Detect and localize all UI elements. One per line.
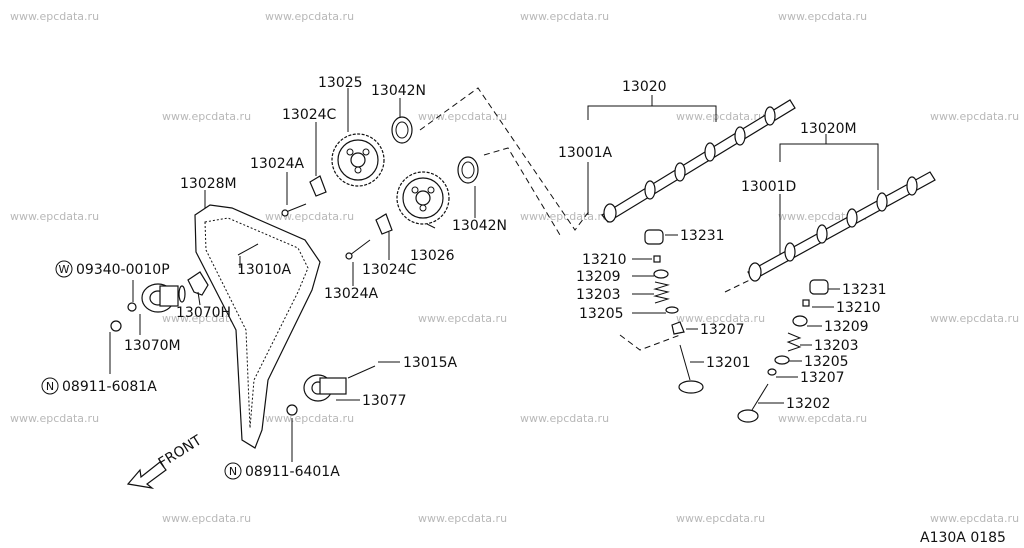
callout-08911-6401A: 08911-6401A	[245, 464, 340, 480]
camshaft-sprocket-lower	[396, 171, 450, 225]
leader-lines	[109, 88, 879, 462]
callout-13028M: 13028M	[180, 176, 237, 192]
camshaft-sprocket-upper	[331, 133, 385, 187]
callout-08911-6081A: 08911-6081A	[62, 379, 157, 395]
callout-13202: 13202	[786, 396, 831, 412]
valve-train-right	[737, 279, 829, 423]
callout-13070M: 13070M	[124, 338, 181, 354]
callout-13026: 13026	[410, 248, 455, 264]
watermark: www.epcdata.ru	[930, 110, 1019, 123]
svg-text:W: W	[59, 263, 70, 276]
callout-13024A-upper: 13024A	[250, 156, 305, 172]
idler-pulley	[303, 374, 347, 402]
plate-lower	[375, 213, 393, 235]
callout-13205-right: 13205	[804, 354, 849, 370]
watermark: www.epcdata.ru	[778, 412, 867, 425]
watermark: www.epcdata.ru	[520, 10, 609, 23]
camshaft-lower	[747, 171, 936, 282]
oil-seal-upper	[391, 116, 413, 144]
callout-13020M: 13020M	[800, 121, 857, 137]
callout-13001D: 13001D	[741, 179, 796, 195]
callout-13201: 13201	[706, 355, 751, 371]
circled-prefix-09340: W	[55, 260, 73, 278]
watermark: www.epcdata.ru	[265, 10, 354, 23]
callout-13042N-upper: 13042N	[371, 83, 426, 99]
watermark: www.epcdata.ru	[676, 512, 765, 525]
watermark: www.epcdata.ru	[265, 210, 354, 223]
watermark: www.epcdata.ru	[778, 10, 867, 23]
callout-13209-left: 13209	[576, 269, 621, 285]
watermark: www.epcdata.ru	[418, 512, 507, 525]
callout-13025: 13025	[318, 75, 363, 91]
callout-13231-left: 13231	[680, 228, 725, 244]
plate-upper	[309, 175, 327, 197]
oil-seal-lower-inner	[461, 161, 475, 179]
tensioner-pulley	[141, 283, 186, 313]
watermark-layer: www.epcdata.ru www.epcdata.ru www.epcdat…	[10, 10, 1019, 525]
callout-13203-left: 13203	[576, 287, 621, 303]
callout-13024C-lower: 13024C	[362, 262, 417, 278]
oil-seal-lower	[457, 156, 479, 184]
callout-13015A: 13015A	[403, 355, 458, 371]
bolt-lower	[345, 239, 371, 260]
front-arrow: FRONT	[126, 432, 205, 489]
callout-13020: 13020	[622, 79, 667, 95]
oil-seal-upper-inner	[395, 121, 409, 139]
callout-labels: 13025 13042N 13024C 13024A 13028M 13042N…	[62, 75, 887, 480]
watermark: www.epcdata.ru	[520, 412, 609, 425]
timing-belt	[194, 204, 321, 449]
figure-code: A130A 0185	[920, 530, 1006, 546]
nut-small	[110, 320, 122, 332]
watermark: www.epcdata.ru	[676, 110, 765, 123]
callout-13210-left: 13210	[582, 252, 627, 268]
callout-13001A: 13001A	[558, 145, 613, 161]
watermark: www.epcdata.ru	[418, 110, 507, 123]
callout-13024A-lower: 13024A	[324, 286, 379, 302]
callout-13210-right: 13210	[836, 300, 881, 316]
circled-prefix-08911b: N	[224, 462, 242, 480]
idler-nut	[286, 404, 298, 416]
watermark: www.epcdata.ru	[676, 312, 765, 325]
watermark: www.epcdata.ru	[520, 210, 609, 223]
watermark: www.epcdata.ru	[418, 312, 507, 325]
tensioner-spring	[187, 271, 209, 296]
callout-13042N-lower: 13042N	[452, 218, 507, 234]
camshaft-upper	[601, 99, 796, 223]
callout-13231-right: 13231	[842, 282, 887, 298]
idler-bolt	[347, 365, 376, 379]
circled-prefix-08911a: N	[41, 377, 59, 395]
callout-13207-left: 13207	[700, 322, 745, 338]
watermark: www.epcdata.ru	[162, 110, 251, 123]
watermark: www.epcdata.ru	[930, 512, 1019, 525]
callout-13024C-upper: 13024C	[282, 107, 337, 123]
watermark: www.epcdata.ru	[930, 312, 1019, 325]
callout-13205-left: 13205	[579, 306, 624, 322]
watermark: www.epcdata.ru	[10, 210, 99, 223]
callout-13203-right: 13203	[814, 338, 859, 354]
watermark: www.epcdata.ru	[10, 10, 99, 23]
svg-text:N: N	[229, 465, 237, 478]
callout-09340-0010P: 09340-0010P	[76, 262, 170, 278]
watermark: www.epcdata.ru	[10, 412, 99, 425]
callout-13077: 13077	[362, 393, 407, 409]
callout-13207-right: 13207	[800, 370, 845, 386]
washer-small	[127, 302, 137, 312]
callout-13209-right: 13209	[824, 319, 869, 335]
watermark: www.epcdata.ru	[265, 412, 354, 425]
callout-13010A: 13010A	[237, 262, 292, 278]
callout-13070H: 13070H	[176, 305, 231, 321]
front-label: FRONT	[156, 432, 205, 471]
stud-13010A	[237, 243, 259, 256]
bolt-upper	[281, 203, 307, 217]
valve-train-left	[644, 229, 704, 394]
svg-text:N: N	[46, 380, 54, 393]
watermark: www.epcdata.ru	[162, 512, 251, 525]
